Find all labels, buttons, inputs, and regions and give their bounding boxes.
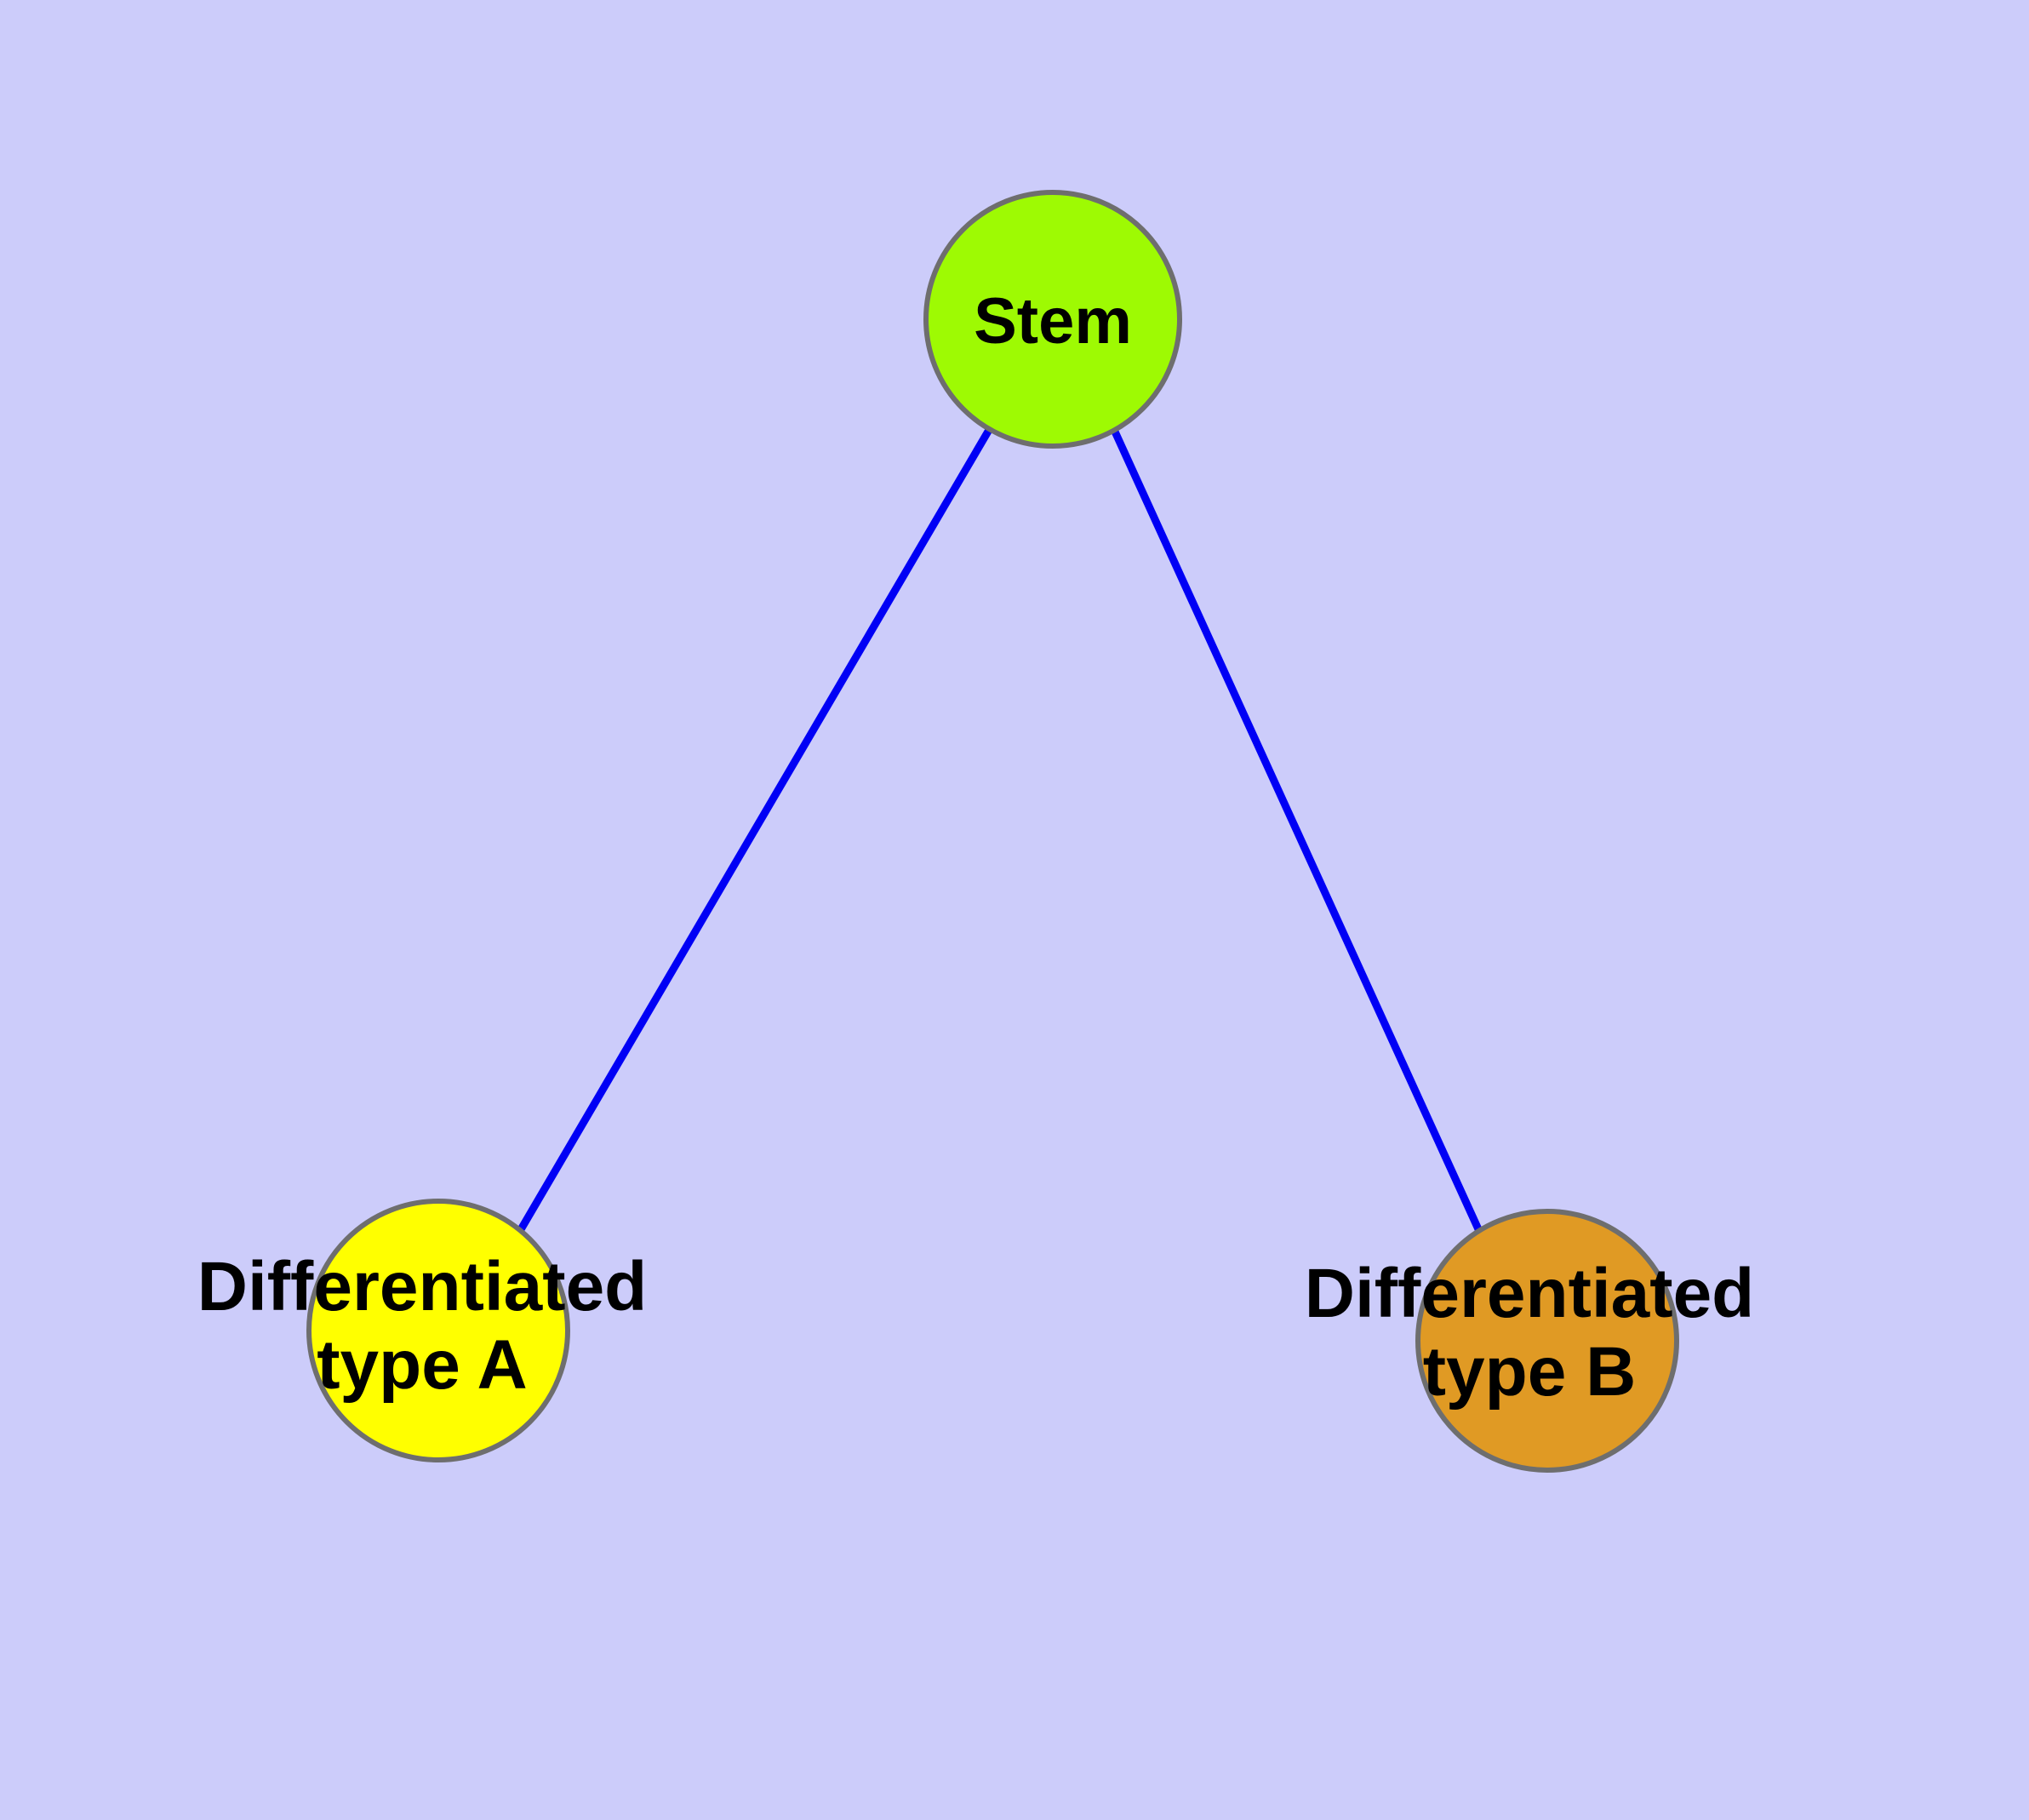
node-differentiated-type-b[interactable] — [1415, 1209, 1679, 1473]
edge-stem-to-differentiated-type-b[interactable] — [1111, 430, 1483, 1231]
edge-stem-to-differentiated-type-a[interactable] — [517, 427, 992, 1233]
node-stem[interactable] — [923, 190, 1182, 449]
node-differentiated-type-a[interactable] — [306, 1199, 570, 1462]
